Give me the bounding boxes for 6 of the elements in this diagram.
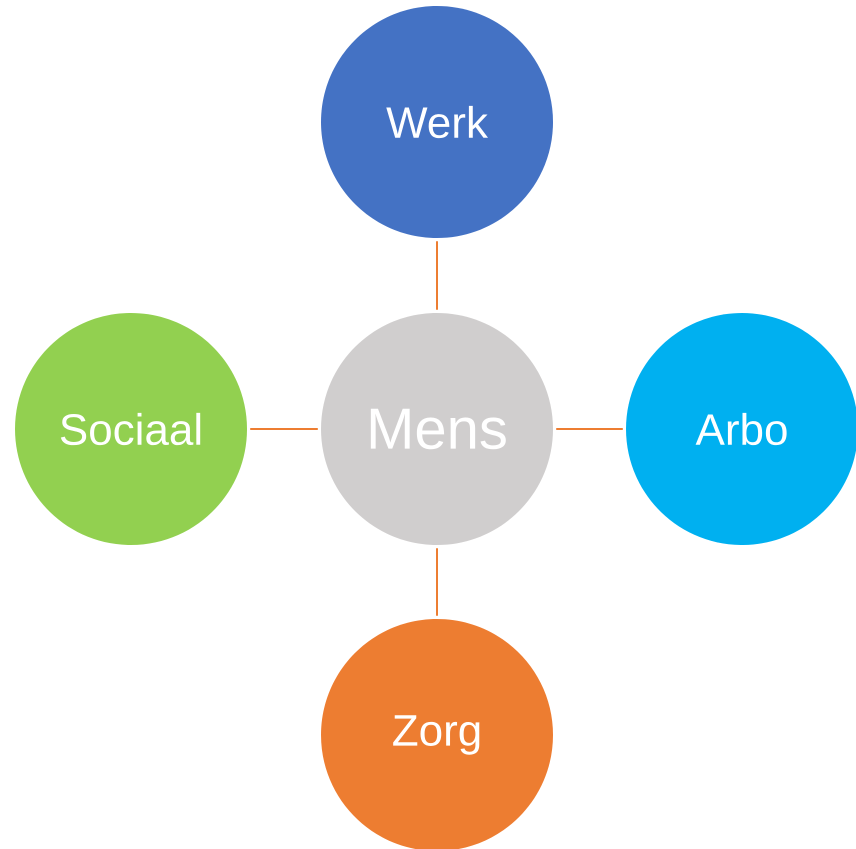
connector-line — [556, 428, 623, 430]
connector-line — [436, 241, 438, 310]
connector-line — [250, 428, 318, 430]
circle-node: Werk — [321, 6, 553, 238]
connector-line — [436, 548, 438, 616]
circle-node: Sociaal — [15, 313, 247, 545]
